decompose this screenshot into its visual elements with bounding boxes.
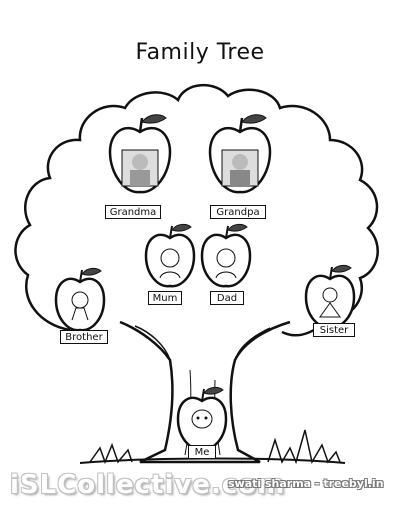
- label-grandpa: Grandpa: [210, 205, 266, 219]
- apple-mum: [144, 223, 196, 288]
- label-grandma: Grandma: [105, 205, 161, 219]
- apple-grandpa: [208, 114, 272, 194]
- label-dad: Dad: [210, 291, 244, 305]
- label-mum: Mum: [148, 291, 182, 305]
- tree-canopy: [14, 83, 379, 337]
- label-sister: Sister: [313, 323, 355, 337]
- page-title: Family Tree: [135, 40, 265, 65]
- label-brother: Brother: [60, 330, 108, 344]
- apple-grandma: [108, 114, 172, 194]
- grass: [89, 429, 341, 465]
- apple-brother: [54, 267, 106, 332]
- credit-text: swati sharma - treebyl.in: [228, 477, 384, 490]
- label-me: Me: [188, 445, 216, 459]
- watermark-logo: iSLCollective.com: [10, 470, 286, 500]
- apple-dad: [200, 223, 252, 288]
- apple-sister: [304, 264, 356, 329]
